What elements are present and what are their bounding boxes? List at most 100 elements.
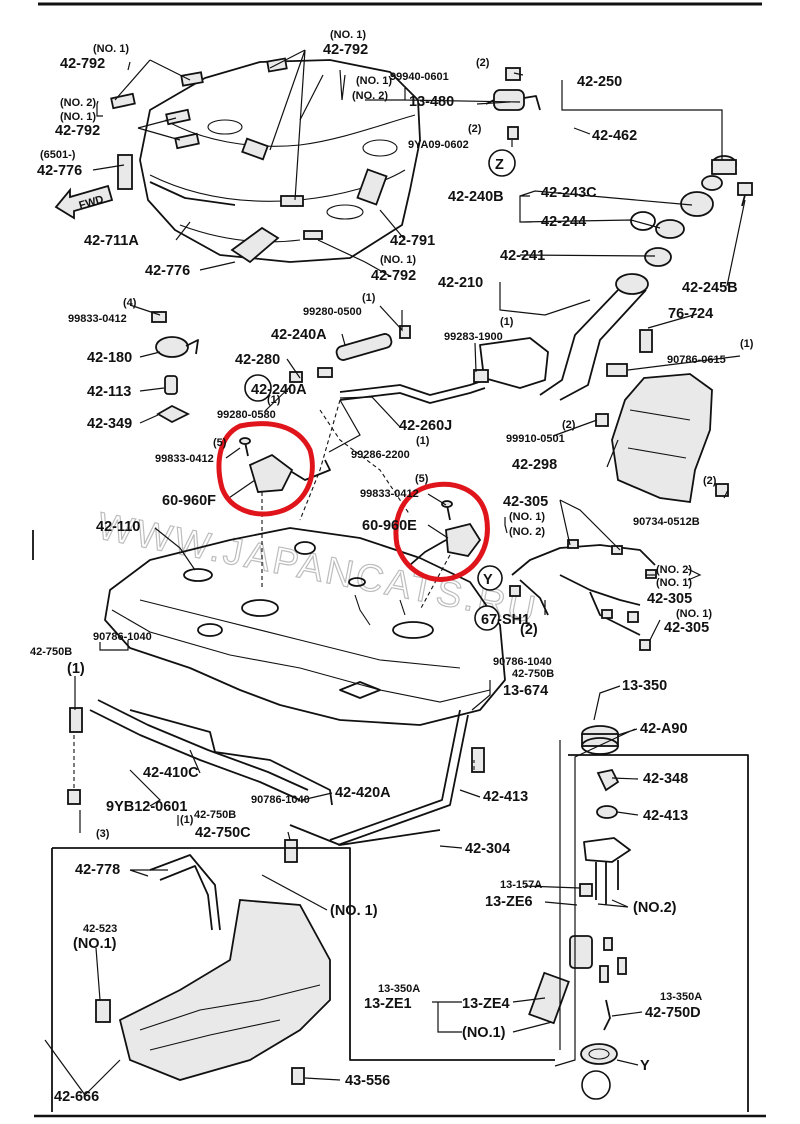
label-qty: 90786-1040 [93,631,152,643]
label-qty: (5) [213,437,227,449]
label-part-number: 43-556 [345,1073,390,1089]
label-part-number: 42-243C [541,185,597,201]
label-qty: (NO. 1) [380,254,416,266]
assembly-dashed-lines [73,399,475,790]
label-part-number: (NO.1) [462,1025,506,1041]
label-part-number: 42-180 [87,350,132,366]
label-part-number: Y [640,1058,650,1074]
label-qty: (1) [740,338,754,350]
label-qty: (NO. 1) [60,111,96,123]
label-z: Z [495,157,504,173]
label-part-number: 42-462 [592,128,637,144]
watermark: WWW.JAPANCATS.RU [94,506,541,633]
label-part-number: 13-ZE4 [462,996,510,1012]
label-part-number: 99280-0500 [303,306,362,318]
label-part-number: 42-A90 [640,721,688,737]
label-part-number: 42-348 [643,771,688,787]
label-part-number: 99833-0412 [68,313,127,325]
fuel-pump-assembly-drawing [528,725,631,1065]
label-part-number: 42-792 [55,123,100,139]
label-part-number: 42-250 [577,74,622,90]
label-qty: (NO. 1) [93,43,129,55]
label-qty: (5) [415,473,429,485]
label-part-number: 42-776 [37,163,82,179]
label-part-number: 99910-0501 [506,433,565,445]
label-part-number: 99833-0412 [360,488,419,500]
label-part-number: 42-298 [512,457,557,473]
highlight-marks [216,421,490,582]
label-qty: (1) [416,435,430,447]
label-y-tank: 67-SH1 [481,612,530,628]
label-part-number: (1) [67,661,85,677]
label-part-number: 76-724 [668,306,713,322]
label-part-number: 42-305 [647,591,692,607]
label-part-number: 42-113 [87,384,131,400]
label-qty: 13-157A [500,879,542,891]
label-qty: (NO. 1) [330,29,366,41]
label-part-number: 42-750C [195,825,251,841]
label-part-number: 9YA09-0602 [408,139,469,151]
label-part-number: 42-792 [60,56,105,72]
label-part-number: 42-750B [30,646,72,658]
label-part-number: 99286-2200 [351,449,410,461]
label-qty: (NO. 1) [509,511,545,523]
label-qty: (NO. 1) [356,75,392,87]
label-part-number: 99283-1900 [444,331,503,343]
reference-circle-y-tank [474,605,500,631]
valve-13-480-drawing [485,67,541,140]
label-part-number: 42-349 [87,416,132,432]
wiring-harness-drawing [509,539,657,651]
reference-circle-z [488,149,516,177]
left-fittings-drawing [151,311,199,424]
label-part-number: 42-245B [682,280,738,296]
tank-straps-drawing [67,699,485,863]
label-part-number: 13-480 [409,94,454,110]
part-number-labels: (NO. 1) 42-792 (NO. 1) 42-792 (NO. 1) (N… [30,29,754,1105]
label-qty: (NO. 2) [352,90,388,102]
filler-neck-drawing [479,273,653,401]
sender-60-960f-drawing [239,437,331,493]
label-part-number: 13-350 [622,678,667,694]
label-qty: (NO. 2) [509,526,545,538]
label-qty: (NO. 1) [676,608,712,620]
label-part-number: 42-711A [84,233,139,249]
label-part-number: 42-241 [500,248,545,264]
highlight-sender-60-960e [393,481,490,582]
label-part-number: 42-750D [645,1005,701,1021]
reference-circle-x-tank [477,565,503,591]
label-part-number: 99940-0601 [390,71,449,83]
shield-42-298-drawing [595,373,729,504]
label-qty: (4) [123,297,137,309]
label-qty: 13-350A [378,983,420,995]
label-qty: (NO. 1) [656,577,692,589]
label-x-tank: Y [483,572,493,588]
label-part-number: (NO. 1) [330,903,378,919]
label-part-number: 42-791 [390,233,435,249]
label-qty: (2) [562,419,576,431]
label-part-number: 42-776 [145,263,190,279]
label-part-number: 42-280 [235,352,280,368]
label-qty: 90786-1040 [251,794,310,806]
label-qty: 42-523 [83,923,117,935]
label-part-number: 42-260J [399,418,452,434]
undercover-drawing [95,854,331,1085]
label-part-number: 9YB12-0601 [106,799,187,815]
label-part-number: 13-674 [503,683,548,699]
filler-cap-parts-drawing [630,155,753,267]
label-qty: (NO. 2) [60,97,96,109]
label-part-number: 42-778 [75,862,120,878]
label-part-number: 42-750B [194,809,236,821]
label-qty: (NO. 2) [656,564,692,576]
label-part-number: 60-960F [162,493,216,509]
label-qty: (2) [476,57,490,69]
reference-circle-x-top [244,374,272,402]
label-part-number: 42-304 [465,841,510,857]
label-part-number: 42-240A [271,327,327,343]
label-x-top: 42-240A [251,382,307,398]
label-part-number: 42-305 [503,494,548,510]
label-part-number: 99833-0412 [155,453,214,465]
label-qty: (1) [180,814,194,826]
label-part-number: 42-413 [483,789,528,805]
label-qty: 13-350A [660,991,702,1003]
